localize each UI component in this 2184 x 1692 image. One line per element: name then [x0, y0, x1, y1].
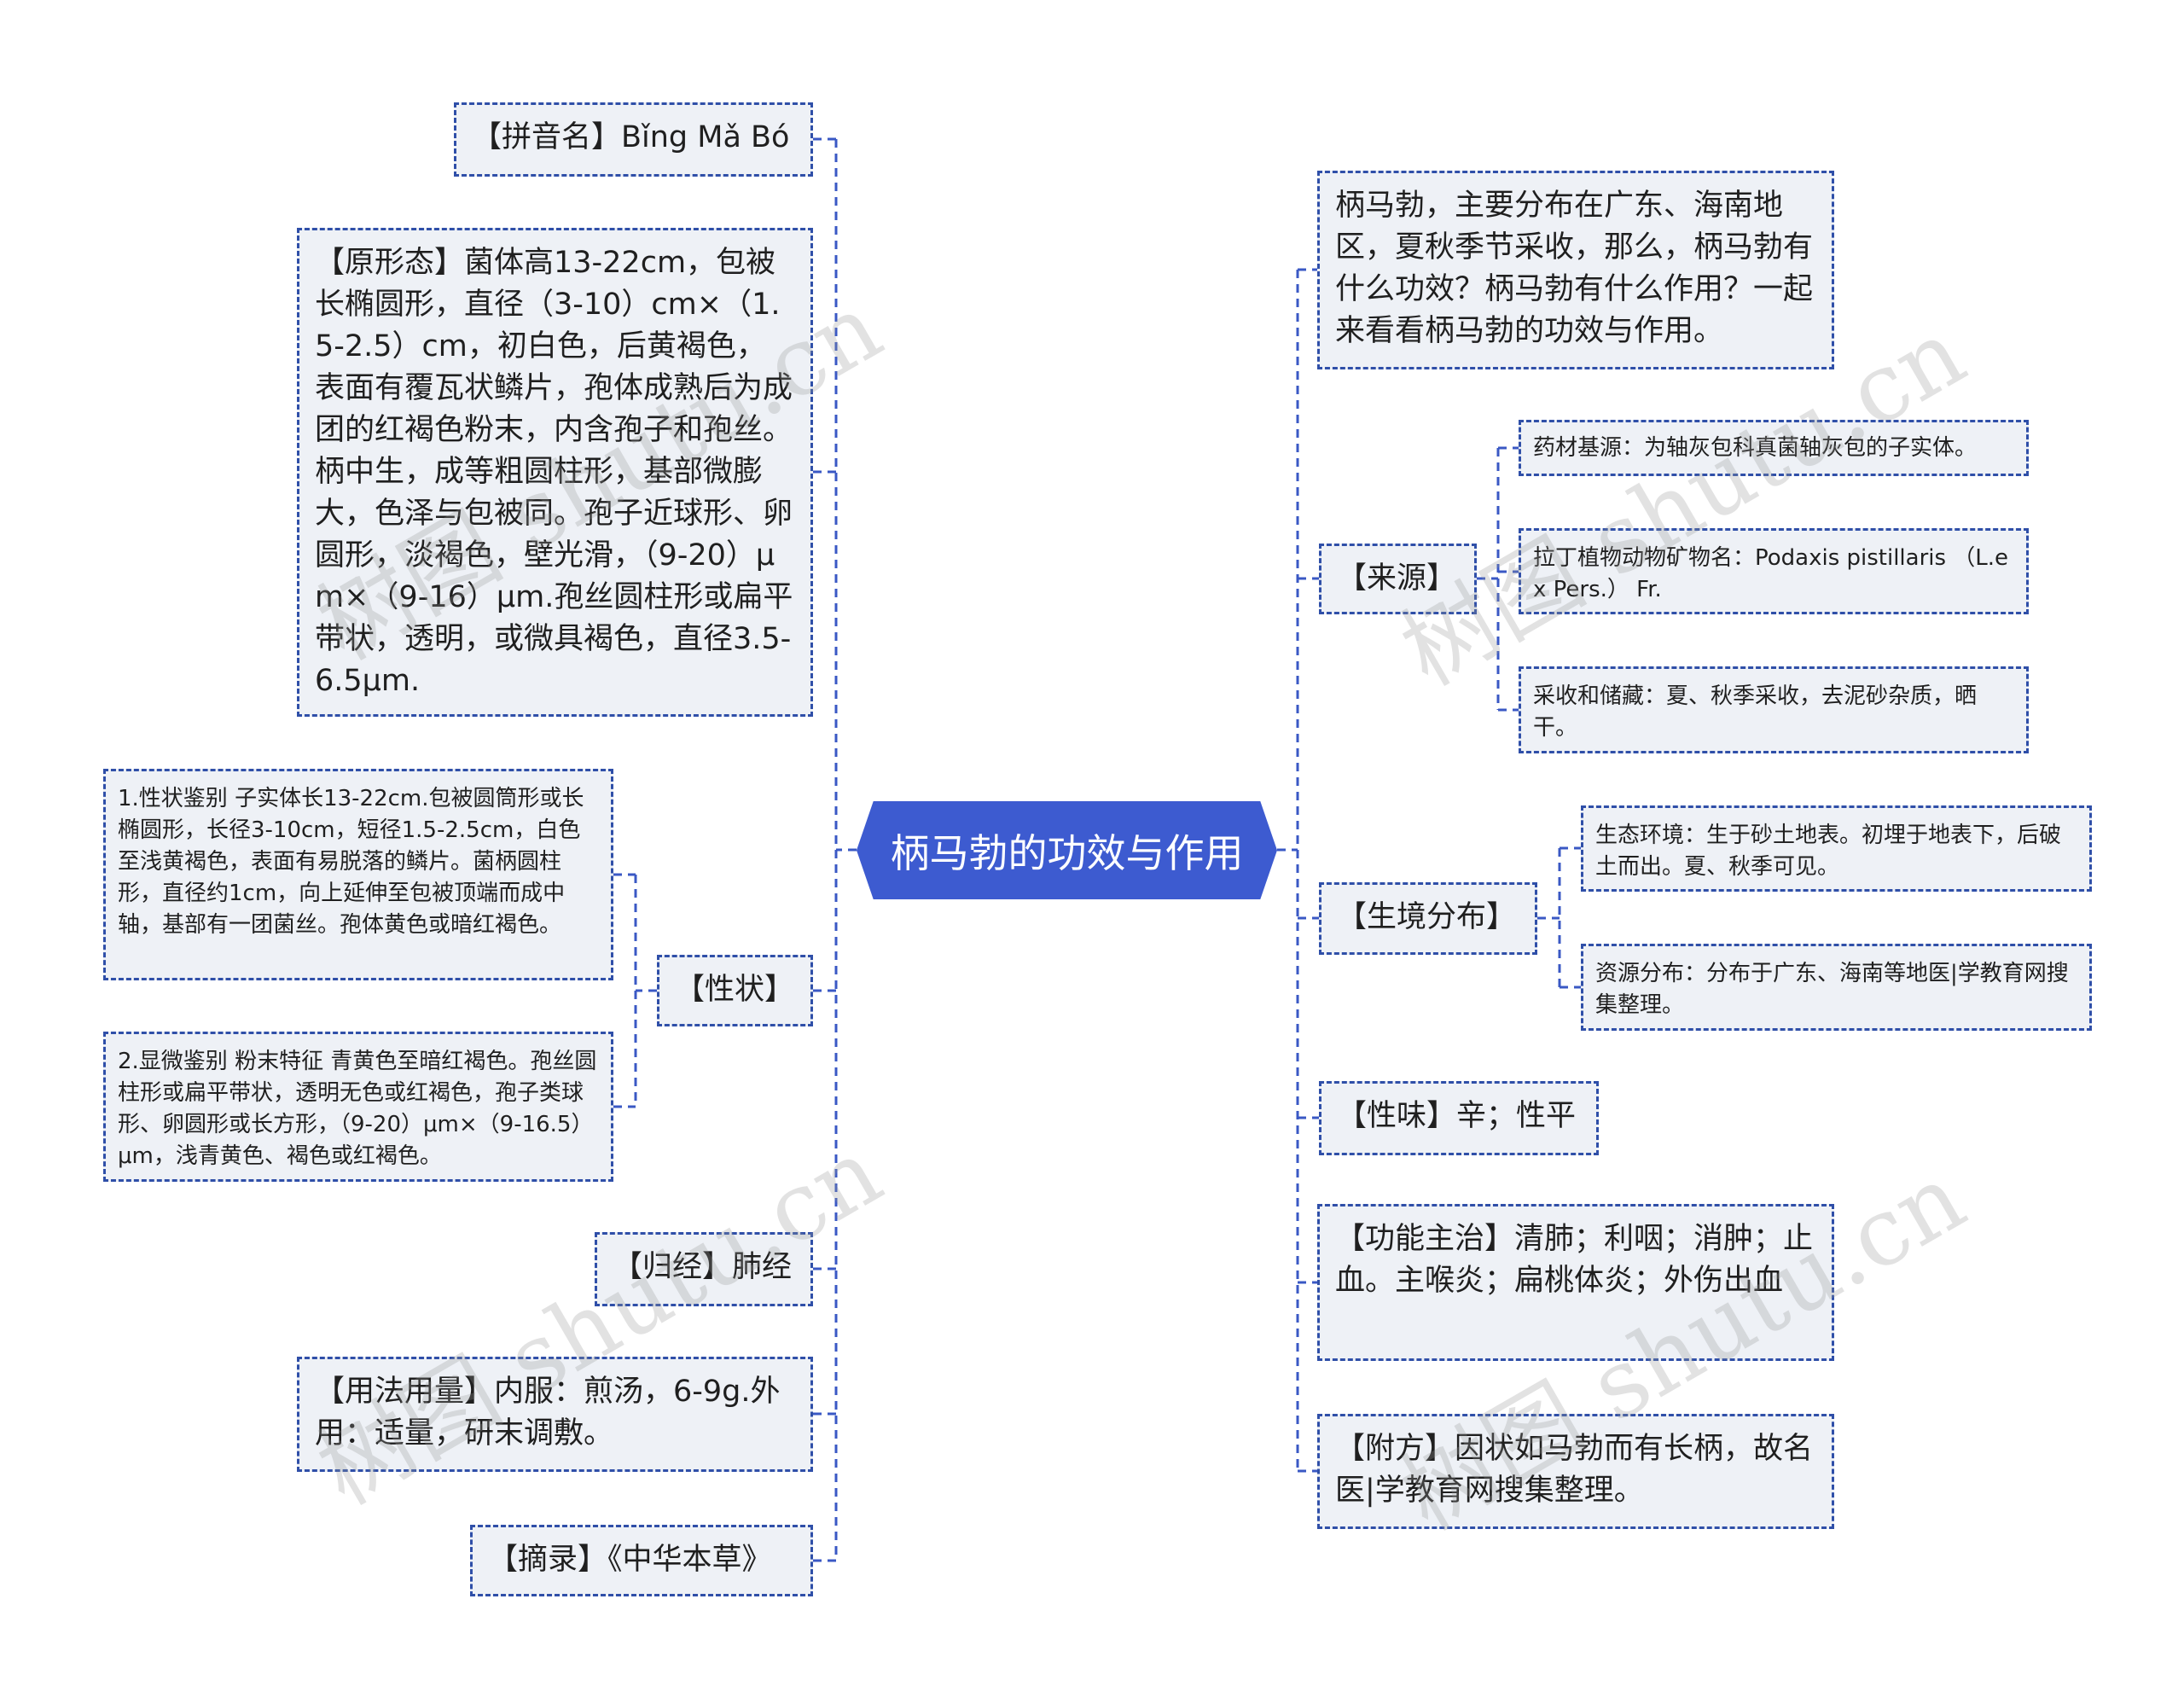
- node-text: 柄马勃，主要分布在广东、海南地区，夏秋季节采收，那么，柄马勃有什么功效？柄马勃有…: [1335, 189, 1814, 348]
- node-text: 【功能主治】清肺；利咽；消肿；止血。主喉炎；扁桃体炎；外伤出血: [1335, 1222, 1814, 1298]
- node-text: 【拼音名】Bǐng Mǎ Bó: [472, 120, 790, 154]
- node-traits-microscopic[interactable]: 2.显微鉴别 粉末特征 青黄色至暗红褐色。孢丝圆柱形或扁平带状，透明无色或红褐色…: [103, 1032, 613, 1182]
- node-taste[interactable]: 【性味】辛；性平: [1319, 1081, 1599, 1155]
- node-meridian[interactable]: 【归经】肺经: [595, 1232, 813, 1306]
- node-source-harvest[interactable]: 采收和储藏：夏、秋季采收，去泥砂杂质，晒干。: [1519, 666, 2029, 753]
- node-usage[interactable]: 【用法用量】内服：煎汤，6-9g.外用：适量，研末调敷。: [297, 1357, 813, 1472]
- node-pinyin[interactable]: 【拼音名】Bǐng Mǎ Bó: [454, 102, 813, 177]
- node-habitat-ecology[interactable]: 生态环境：生于砂土地表。初埋于地表下，后破土而出。夏、秋季可见。: [1581, 805, 2092, 892]
- node-text: 资源分布：分布于广东、海南等地医|学教育网搜集整理。: [1595, 961, 2069, 1018]
- node-traits[interactable]: 【性状】: [657, 955, 813, 1026]
- node-text: 【摘录】《中华本草》: [488, 1543, 772, 1577]
- node-text: 【生境分布】: [1337, 900, 1517, 934]
- central-topic-text: 柄马勃的功效与作用: [890, 829, 1244, 876]
- node-text: 采收和储藏：夏、秋季采收，去泥砂杂质，晒干。: [1533, 683, 1978, 741]
- node-text: 【原形态】菌体高13-22cm，包被长椭圆形，直径（3-10）cm×（1.5-2…: [315, 246, 793, 698]
- node-text: 【归经】肺经: [613, 1250, 793, 1284]
- node-intro[interactable]: 柄马勃，主要分布在广东、海南地区，夏秋季节采收，那么，柄马勃有什么功效？柄马勃有…: [1317, 171, 1834, 369]
- node-source-origin[interactable]: 药材基源：为轴灰包科真菌轴灰包的子实体。: [1519, 420, 2029, 476]
- node-text: 2.显微鉴别 粉末特征 青黄色至暗红褐色。孢丝圆柱形或扁平带状，透明无色或红褐色…: [118, 1049, 597, 1169]
- node-text: 【用法用量】内服：煎汤，6-9g.外用：适量，研末调敷。: [315, 1375, 781, 1451]
- node-text: 药材基源：为轴灰包科真菌轴灰包的子实体。: [1533, 435, 1978, 461]
- node-habitat[interactable]: 【生境分布】: [1319, 882, 1537, 955]
- node-text: 【性味】辛；性平: [1337, 1099, 1577, 1133]
- node-prescription[interactable]: 【附方】因状如马勃而有长柄，故名医|学教育网搜集整理。: [1317, 1414, 1834, 1529]
- node-text: 【附方】因状如马勃而有长柄，故名医|学教育网搜集整理。: [1335, 1432, 1814, 1508]
- node-source-latin[interactable]: 拉丁植物动物矿物名：Podaxis pistillaris （L.ex Pers…: [1519, 528, 2029, 614]
- node-excerpt[interactable]: 【摘录】《中华本草》: [470, 1525, 813, 1596]
- node-source[interactable]: 【来源】: [1319, 544, 1477, 614]
- node-text: 生态环境：生于砂土地表。初埋于地表下，后破土而出。夏、秋季可见。: [1595, 823, 2062, 880]
- node-text: 【性状】: [675, 973, 795, 1007]
- central-topic[interactable]: 柄马勃的功效与作用: [857, 801, 1277, 899]
- node-text: 拉丁植物动物矿物名：Podaxis pistillaris （L.ex Pers…: [1533, 545, 2009, 602]
- node-text: 1.性状鉴别 子实体长13-22cm.包被圆筒形或长椭圆形，长径3-10cm，短…: [118, 786, 584, 938]
- node-traits-identification[interactable]: 1.性状鉴别 子实体长13-22cm.包被圆筒形或长椭圆形，长径3-10cm，短…: [103, 769, 613, 980]
- node-habitat-distribution[interactable]: 资源分布：分布于广东、海南等地医|学教育网搜集整理。: [1581, 944, 2092, 1031]
- node-function[interactable]: 【功能主治】清肺；利咽；消肿；止血。主喉炎；扁桃体炎；外伤出血: [1317, 1204, 1834, 1361]
- node-morphology[interactable]: 【原形态】菌体高13-22cm，包被长椭圆形，直径（3-10）cm×（1.5-2…: [297, 228, 813, 717]
- node-text: 【来源】: [1337, 561, 1457, 596]
